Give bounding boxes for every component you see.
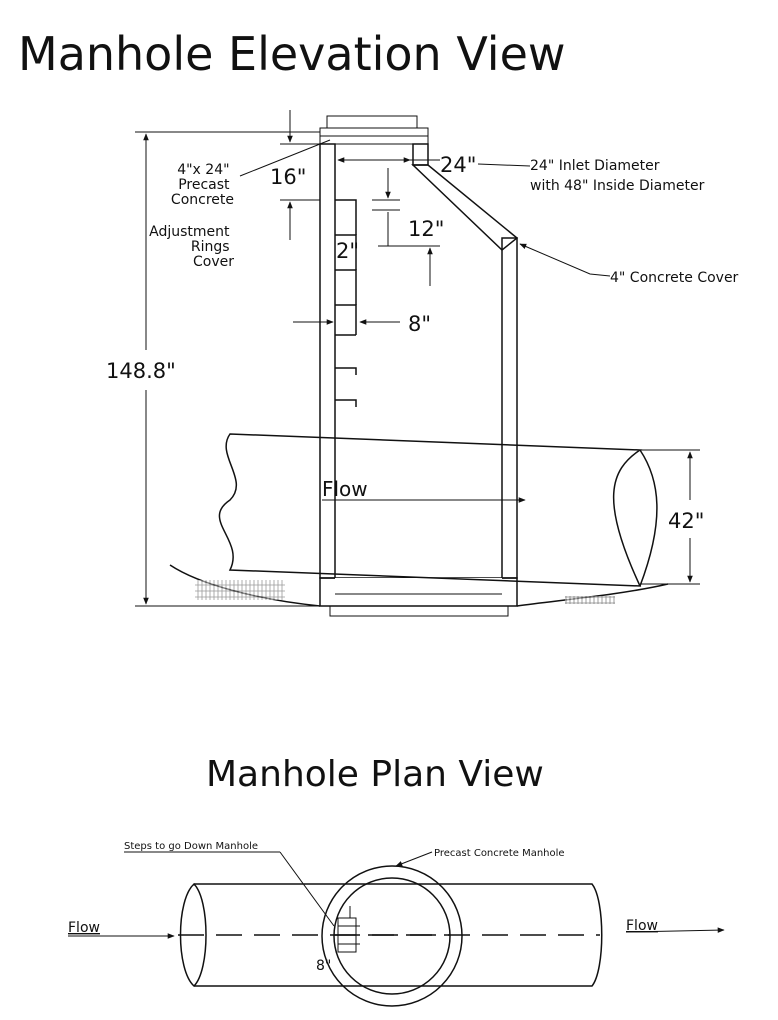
dim-12-label: 12"	[408, 217, 444, 241]
manhole-cover	[319, 115, 429, 145]
dim-total-height-label: 148.8"	[106, 359, 176, 383]
ladder-steps	[335, 199, 357, 407]
plan-flow-right-label: Flow	[626, 918, 658, 934]
dim-2-label: 2"	[336, 239, 359, 263]
dim-total-height	[135, 131, 320, 607]
plan-flow-left-label: Flow	[68, 920, 100, 936]
plan-manhole-ring	[321, 865, 463, 1007]
inlet-label: 24" Inlet Diameter with 48" Inside Diame…	[530, 158, 705, 194]
cover-label: 4" Concrete Cover	[610, 270, 739, 286]
dim-24-label: 24"	[440, 153, 476, 177]
plan-steps	[337, 906, 360, 953]
elevation-flow-label: Flow	[322, 477, 368, 501]
dim-16-label: 16"	[270, 165, 306, 189]
steps-label: Steps to go Down Manhole	[124, 841, 258, 852]
gravel-bedding	[329, 605, 509, 617]
dim-12	[372, 168, 440, 286]
plan-dim-8-label: 8"	[316, 958, 331, 974]
dim-16	[280, 110, 320, 240]
plan-flow-right-arrow	[625, 927, 725, 933]
inlet-leader	[477, 163, 531, 167]
manhole-wall	[319, 143, 519, 607]
elevation-title: Manhole Elevation View	[18, 27, 566, 81]
plan-title: Manhole Plan View	[206, 754, 544, 795]
cover-leader	[519, 243, 611, 277]
dim-42-label: 42"	[668, 509, 704, 533]
precast-label: 4"x 24" Precast Concrete	[171, 162, 234, 208]
precast-leader	[239, 139, 331, 177]
adjustment-rings-label: Adjustment Rings Cover	[149, 224, 234, 270]
elevation-pipe	[218, 433, 658, 587]
dim-42	[640, 449, 700, 585]
dim-8-label: 8"	[408, 312, 431, 336]
plan-precast-leader	[395, 851, 433, 867]
plan-precast-label: Precast Concrete Manhole	[434, 848, 565, 859]
